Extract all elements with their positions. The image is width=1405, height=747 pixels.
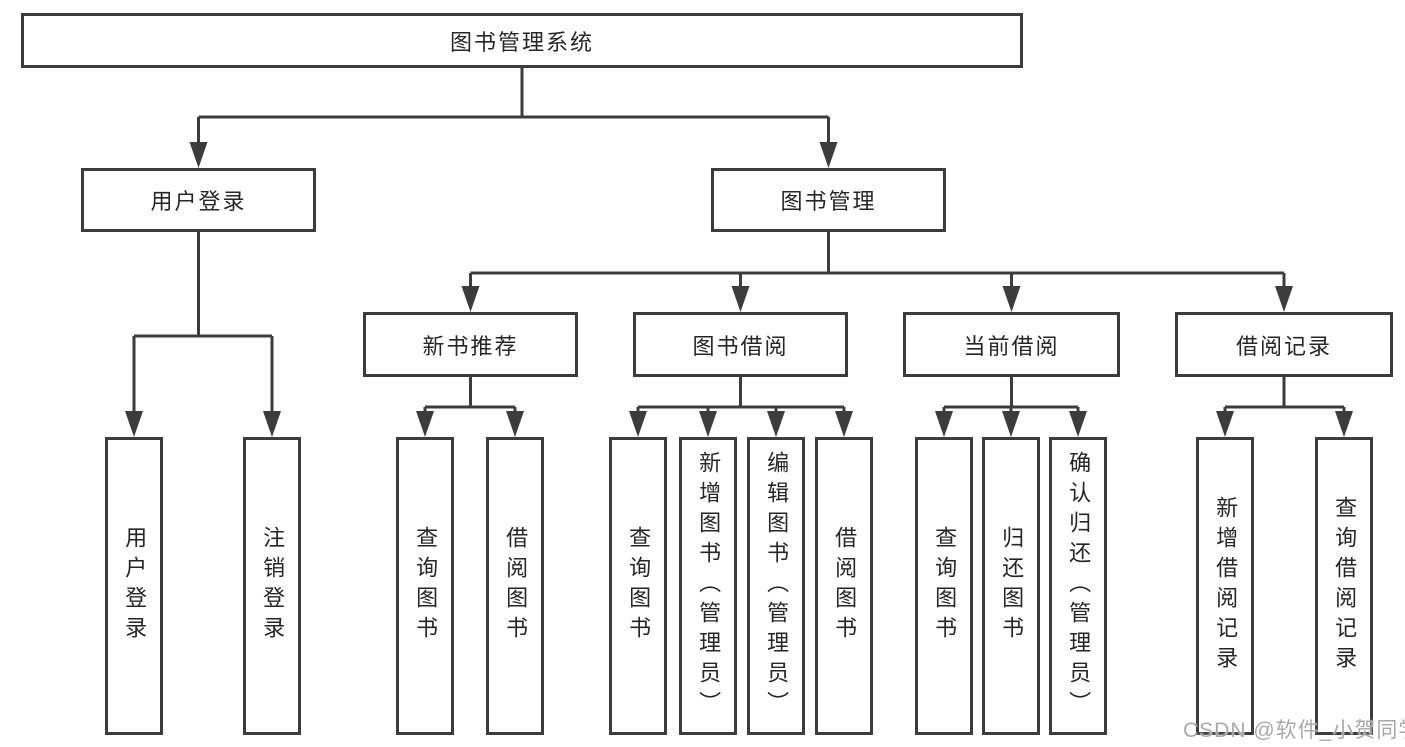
node-label-leaf-bb-borrow: 借阅图书 xyxy=(832,526,858,646)
node-label-leaf-cb-return: 归还图书 xyxy=(999,526,1025,646)
node-label-leaf-logout: 注销登录 xyxy=(260,526,286,646)
node-label-leaf-bb-query: 查询图书 xyxy=(626,526,652,646)
node-leaf-cb-confirm: 确认归还（管理员） xyxy=(1049,437,1107,735)
node-label-leaf-cb-query: 查询图书 xyxy=(932,526,958,646)
node-label-borrow-records: 借阅记录 xyxy=(1235,333,1332,359)
node-label-current-borrow: 当前借阅 xyxy=(963,333,1060,359)
node-new-books: 新书推荐 xyxy=(363,312,578,377)
node-label-book-mgmt: 图书管理 xyxy=(780,189,877,214)
node-leaf-bb-query: 查询图书 xyxy=(609,437,667,735)
node-label-book-borrow: 图书借阅 xyxy=(692,333,789,359)
node-current-borrow: 当前借阅 xyxy=(903,312,1120,377)
node-label-user-login: 用户登录 xyxy=(150,189,247,214)
node-label-leaf-br-query: 查询借阅记录 xyxy=(1332,496,1358,676)
node-leaf-cb-query: 查询图书 xyxy=(915,437,973,735)
node-book-mgmt: 图书管理 xyxy=(711,168,946,232)
node-label-root: 图书管理系统 xyxy=(449,29,594,55)
node-leaf-br-query: 查询借阅记录 xyxy=(1315,437,1373,735)
node-root: 图书管理系统 xyxy=(21,13,1023,68)
node-borrow-records: 借阅记录 xyxy=(1175,312,1393,377)
node-leaf-bb-edit: 编辑图书（管理员） xyxy=(747,437,805,735)
node-leaf-bb-add: 新增图书（管理员） xyxy=(679,437,737,735)
node-label-new-books: 新书推荐 xyxy=(422,333,519,359)
node-label-leaf-bb-edit: 编辑图书（管理员） xyxy=(764,451,790,721)
node-user-login: 用户登录 xyxy=(81,168,316,232)
node-leaf-nb-borrow: 借阅图书 xyxy=(486,437,544,735)
node-label-leaf-user-login: 用户登录 xyxy=(122,526,148,646)
node-leaf-cb-return: 归还图书 xyxy=(982,437,1040,735)
node-leaf-br-add: 新增借阅记录 xyxy=(1196,437,1254,735)
node-label-leaf-bb-add: 新增图书（管理员） xyxy=(696,451,722,721)
node-label-leaf-br-add: 新增借阅记录 xyxy=(1213,496,1239,676)
node-leaf-logout: 注销登录 xyxy=(243,437,301,735)
node-book-borrow: 图书借阅 xyxy=(633,312,848,377)
node-label-leaf-nb-borrow: 借阅图书 xyxy=(503,526,529,646)
node-leaf-bb-borrow: 借阅图书 xyxy=(815,437,873,735)
node-label-leaf-nb-query: 查询图书 xyxy=(413,526,439,646)
node-label-leaf-cb-confirm: 确认归还（管理员） xyxy=(1066,451,1092,721)
watermark-text: CSDN @软件_小贺同学 xyxy=(1183,719,1405,742)
node-leaf-nb-query: 查询图书 xyxy=(396,437,454,735)
node-leaf-user-login: 用户登录 xyxy=(105,437,163,735)
